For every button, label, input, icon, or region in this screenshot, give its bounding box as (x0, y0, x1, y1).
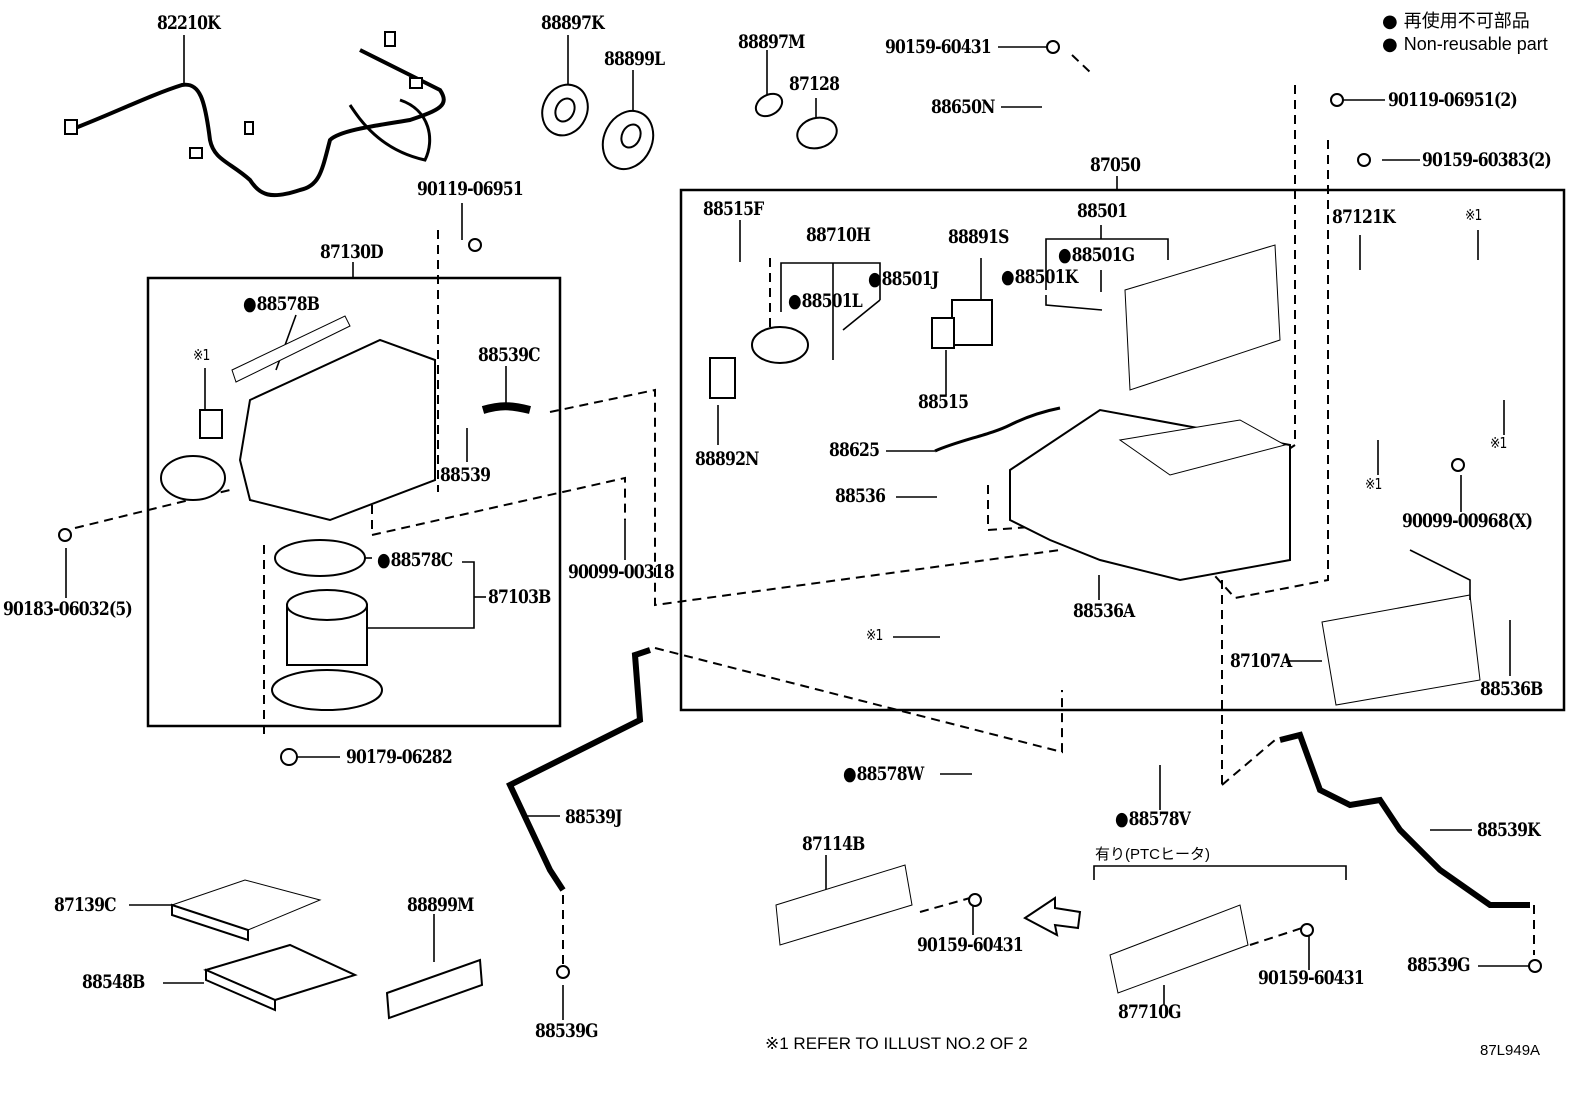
leader-lines (65, 35, 1530, 1020)
part-label-88892N[interactable]: 88892N (695, 448, 759, 470)
part-label-90183-06032-5[interactable]: 90183-06032(5) (3, 598, 133, 620)
heater-core-87107A (1321, 549, 1481, 706)
part-label-90179-06282[interactable]: 90179-06282 (346, 746, 453, 768)
part-label-88501L[interactable]: 88501L (788, 292, 863, 311)
part-label-88650N[interactable]: 88650N (931, 96, 995, 118)
part-label-87710G[interactable]: 87710G (1118, 1001, 1181, 1023)
part-label-87114B[interactable]: 87114B (802, 833, 865, 855)
wire-harness-82210K (64, 31, 446, 198)
duct-88539K (1279, 731, 1530, 908)
part-label-88891S[interactable]: 88891S (948, 226, 1009, 248)
ptc-option-label: 有り(PTCヒータ) (1095, 846, 1210, 863)
illustration-id: 87L949A (1480, 1042, 1541, 1059)
assembly-dashes (74, 54, 1535, 965)
part-label-88578C[interactable]: 88578C (377, 551, 454, 570)
part-label-88578W[interactable]: 88578W (843, 765, 925, 784)
part-label-87107A[interactable]: 87107A (1230, 650, 1292, 672)
part-label-88501J[interactable]: 88501J (868, 270, 939, 289)
grommet-88897M (754, 92, 784, 118)
filter-cover-88899M (385, 958, 484, 1020)
evaporator-88501 (1124, 244, 1281, 391)
part-label-88539G-left[interactable]: 88539G (535, 1020, 598, 1042)
part-label-87128[interactable]: 87128 (789, 73, 840, 95)
ptc-heater-87710G (1109, 904, 1249, 994)
filter-case-88548B (203, 943, 358, 1012)
part-label-87139C[interactable]: 87139C (54, 894, 117, 916)
sensor-88891S (951, 299, 993, 346)
bullet-icon: ● (1382, 11, 1398, 32)
ptc-bracket (1093, 865, 1347, 880)
part-label-82210K[interactable]: 82210K (157, 12, 221, 34)
part-label-88897M[interactable]: 88897M (738, 31, 805, 53)
ref-label-1e[interactable]: ※1 (1365, 475, 1382, 493)
part-label-88536A[interactable]: 88536A (1073, 600, 1135, 622)
group-label-87050[interactable]: 87050 (1090, 154, 1141, 176)
part-label-88539[interactable]: 88539 (440, 464, 491, 486)
legend-row-en: ●Non-reusable part (1382, 33, 1548, 56)
part-label-88578B[interactable]: 88578B (243, 295, 320, 314)
legend-row-jp: ●再使用不可部品 (1382, 10, 1548, 33)
footnote-reference: ※1 REFER TO ILLUST NO.2 OF 2 (765, 1034, 1028, 1053)
part-label-88578V[interactable]: 88578V (1115, 810, 1191, 829)
legend: ●再使用不可部品 ●Non-reusable part (1382, 10, 1548, 57)
group-label-88501[interactable]: 88501 (1077, 200, 1128, 222)
actuator-88515 (931, 317, 955, 349)
part-label-90159-60431-top[interactable]: 90159-60431 (885, 36, 992, 58)
wire-88625 (934, 406, 1061, 453)
legend-en-text: Non-reusable part (1403, 34, 1548, 55)
bracket-87128 (796, 116, 838, 150)
part-label-88625[interactable]: 88625 (829, 439, 880, 461)
seal-88899L (601, 109, 655, 171)
blower-unit-box (146, 276, 562, 728)
part-label-88539C[interactable]: 88539C (478, 344, 541, 366)
part-label-88539J[interactable]: 88539J (565, 806, 622, 828)
bullet-icon: ● (1382, 34, 1398, 56)
ref-label-1a[interactable]: ※1 (193, 346, 210, 364)
part-label-88501K[interactable]: 88501K (1001, 268, 1079, 287)
heater-case-87050 (1009, 408, 1291, 582)
part-label-88515F[interactable]: 88515F (703, 198, 764, 220)
part-label-90119-06951[interactable]: 90119-06951 (417, 178, 524, 200)
blower-case-87130D (160, 315, 436, 522)
blower-motor-87103B (271, 539, 383, 711)
part-label-88897K[interactable]: 88897K (541, 12, 605, 34)
ref-label-1d[interactable]: ※1 (1490, 434, 1507, 452)
ref-label-1b[interactable]: ※1 (866, 626, 883, 644)
part-label-90119-06951-2[interactable]: 90119-06951(2) (1388, 89, 1518, 111)
part-label-88536B[interactable]: 88536B (1480, 678, 1543, 700)
part-label-88539G-right[interactable]: 88539G (1407, 954, 1470, 976)
servo-88710H (751, 326, 809, 364)
group-label-87130D[interactable]: 87130D (320, 241, 384, 263)
hose-88539C (481, 402, 531, 414)
group-label-88710H[interactable]: 88710H (806, 224, 871, 246)
part-label-88501G[interactable]: 88501G (1058, 246, 1135, 265)
part-label-90159-60431-b[interactable]: 90159-60431 (1258, 967, 1365, 989)
sensor-88892N (709, 357, 736, 399)
part-label-88539K[interactable]: 88539K (1477, 819, 1541, 841)
part-label-88548B[interactable]: 88548B (82, 971, 145, 993)
heater-unit-box (679, 188, 1566, 712)
ref-label-1c[interactable]: ※1 (1465, 206, 1482, 224)
ptc-heater-87114B (775, 864, 913, 946)
legend-jp-text: 再使用不可部品 (1403, 11, 1530, 31)
direction-arrow-icon (1023, 896, 1082, 937)
part-label-90159-60431-a[interactable]: 90159-60431 (917, 934, 1024, 956)
cabin-filter-87139C (170, 879, 322, 942)
part-label-87121K[interactable]: 87121K (1332, 206, 1396, 228)
part-label-88899L[interactable]: 88899L (604, 48, 665, 70)
part-label-90159-60383-2[interactable]: 90159-60383(2) (1422, 149, 1552, 171)
part-label-90099-00318[interactable]: 90099-00318 (568, 561, 675, 583)
part-label-90099-00968-X[interactable]: 90099-00968(X) (1402, 510, 1533, 532)
part-label-88536[interactable]: 88536 (835, 485, 886, 507)
seal-88897K (541, 83, 589, 137)
grommets (58, 40, 1542, 979)
part-label-88899M[interactable]: 88899M (407, 894, 474, 916)
group-label-87103B[interactable]: 87103B (488, 586, 551, 608)
part-label-88515[interactable]: 88515 (918, 391, 969, 413)
duct-88539J (506, 647, 651, 892)
